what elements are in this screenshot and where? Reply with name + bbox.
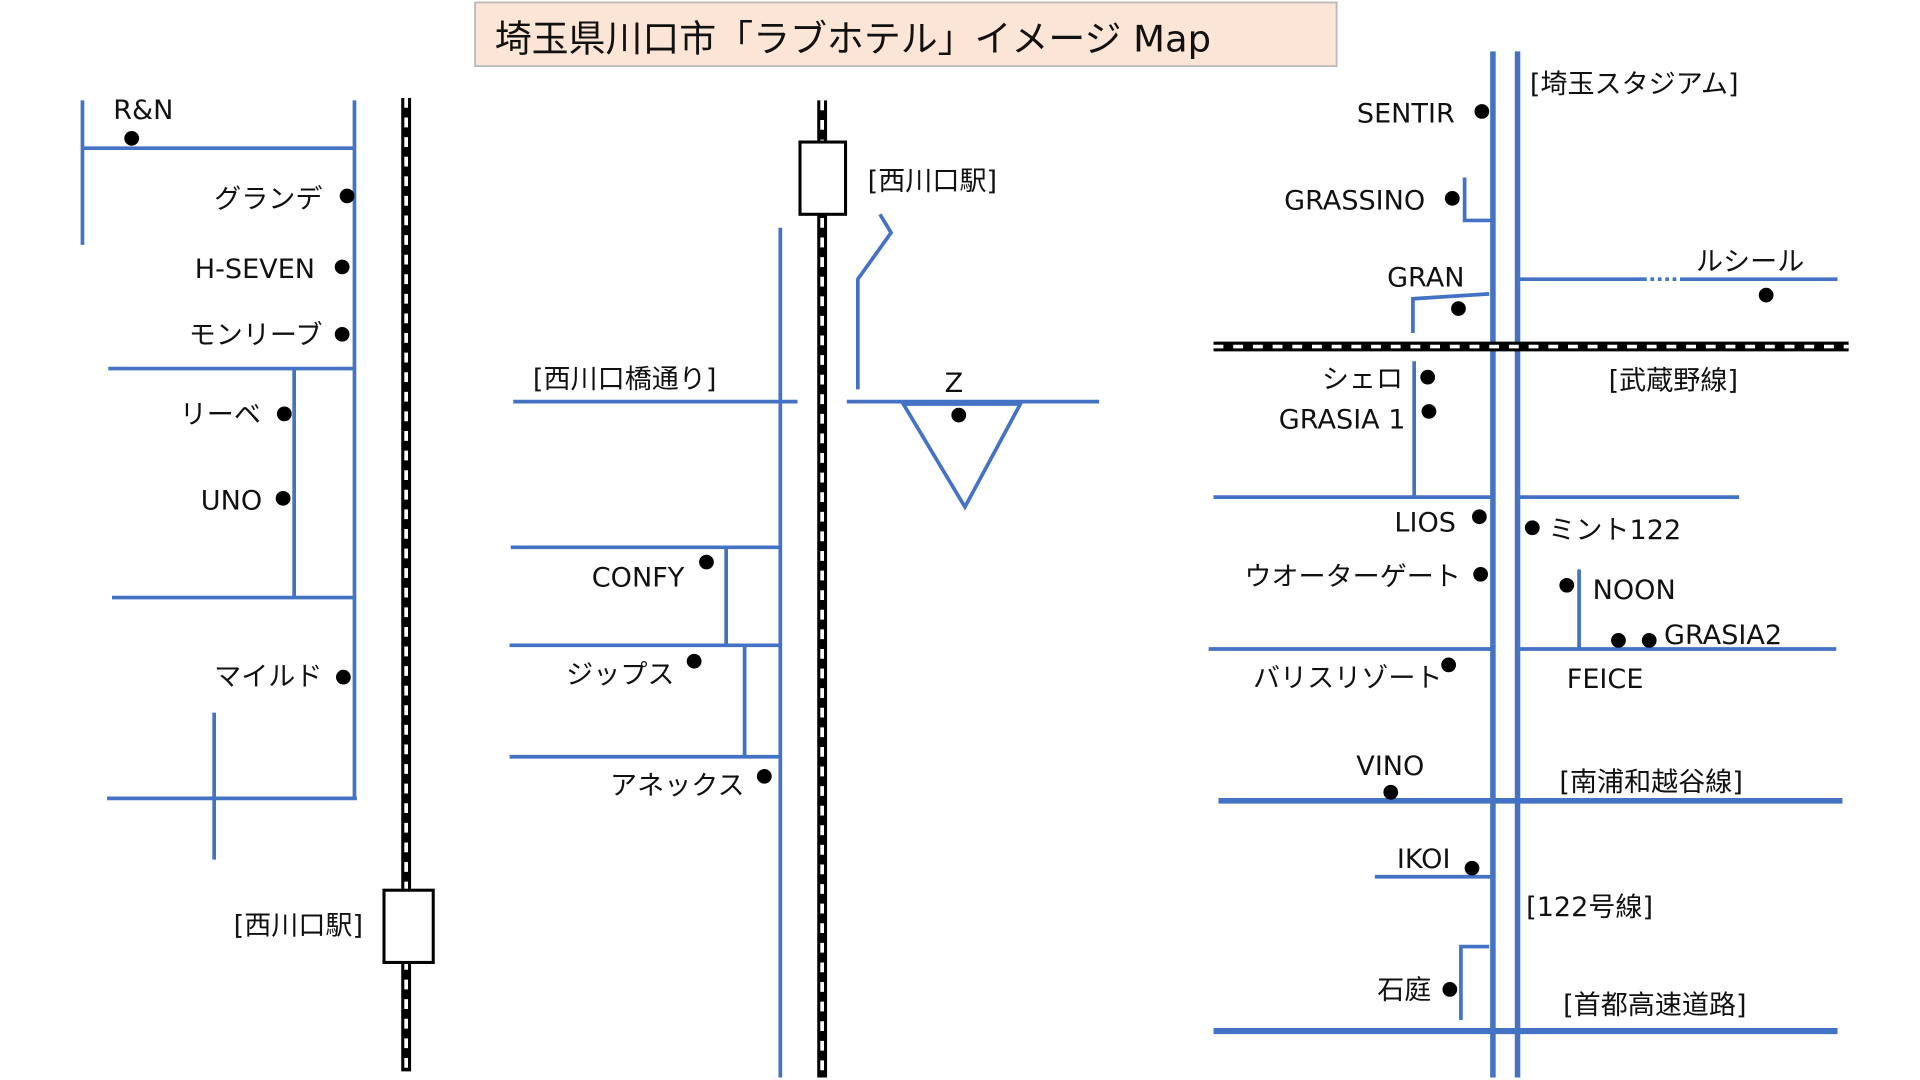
hotel-label: H-SEVEN [195,254,315,285]
hotel-dot [1758,287,1774,303]
hotel-label: グランデ [214,184,322,215]
hotel-dot [275,491,291,506]
hotel-label: 石庭 [1377,975,1431,1006]
hotel-dot [334,259,350,275]
landmark-label: [首都高速道路] [1563,990,1747,1021]
hotel-dot [699,554,714,570]
left-hotels: R&N グランデ H-SEVEN モンリーブ リーベ UNO マイルド [113,95,355,693]
landmark-label: [122号線] [1526,892,1653,923]
hotel-dot [1472,509,1487,525]
hotel-label: リーベ [180,400,261,431]
hotel-label: CONFY [592,563,685,594]
hotel-label: ミント122 [1548,515,1681,546]
right-landmarks: [埼玉スタジアム] [武蔵野線] [南浦和越谷線] [122号線] [首都高速道… [1526,69,1746,1021]
hotel-label: アネックス [610,771,745,802]
hotel-dot [756,768,772,784]
hotel-label: ジップス [566,659,674,690]
station-marker [382,888,435,964]
hotel-label: IKOI [1397,844,1451,875]
hotel-dot [1383,784,1399,800]
hotel-label: ウオーターゲート [1244,561,1461,592]
hotel-dot [124,131,140,146]
hotel-label: GRAN [1387,263,1464,294]
hotel-dot [1442,982,1458,997]
map-title: 埼玉県川口市「ラブホテル」イメージ Map [474,1,1338,68]
landmark-label: [南浦和越谷線] [1559,767,1743,798]
right-hotels: SENTIR GRASSINO GRAN ルシール シェロ GRASIA 1 L… [1244,99,1804,1007]
hotel-label: FEICE [1567,664,1644,695]
hotel-label: ルシール [1696,247,1804,278]
station-label: [西川口駅] [234,910,363,941]
hotel-dot [1641,633,1657,648]
hotel-label: GRASIA2 [1664,620,1782,651]
hotel-dot [951,407,967,423]
hotel-dot [336,669,351,685]
hotel-label: UNO [201,485,262,516]
hotel-label: R&N [113,95,173,126]
hotel-dot [686,653,702,669]
hotel-label: GRASIA 1 [1279,405,1406,436]
hotel-dot [1524,520,1540,536]
hotel-label: GRASSINO [1284,185,1425,216]
hotel-dot [1420,369,1436,385]
hotel-label: モンリーブ [189,320,323,351]
landmark-label: [武蔵野線] [1609,365,1738,396]
hotel-dot [1464,860,1480,876]
right-roads [1208,51,1843,1078]
road-label: [西川口橋通り] [533,364,717,395]
hotel-label: Z [945,368,964,399]
middle-hotels: Z CONFY ジップス アネックス [566,368,967,802]
hotel-dot [334,326,350,342]
station-marker [798,140,848,216]
hotel-dot [276,406,292,422]
map-title-text: 埼玉県川口市「ラブホテル」イメージ Map [495,18,1211,61]
hotel-dot [1444,191,1460,206]
hotel-label: VINO [1356,751,1424,782]
left-roads [80,100,357,860]
hotel-dot [1451,301,1466,316]
station-label: [西川口駅] [868,166,997,197]
hotel-dot [339,188,355,204]
landmark-label: [埼玉スタジアム] [1530,69,1739,100]
hotel-dot [1473,566,1488,582]
hotel-dot [1474,104,1490,119]
hotel-label: シェロ [1322,364,1403,395]
hotel-label: マイルド [214,662,322,693]
hotel-dot [1611,633,1626,648]
hotel-label: LIOS [1394,507,1456,538]
hotel-dot [1441,657,1456,673]
middle-roads [509,213,1100,1078]
hotel-label: SENTIR [1357,99,1455,130]
hotel-label: NOON [1593,575,1676,606]
hotel-dot [1559,577,1575,593]
hotel-dot [1421,404,1437,419]
hotel-label: バリスリゾート [1253,663,1442,694]
